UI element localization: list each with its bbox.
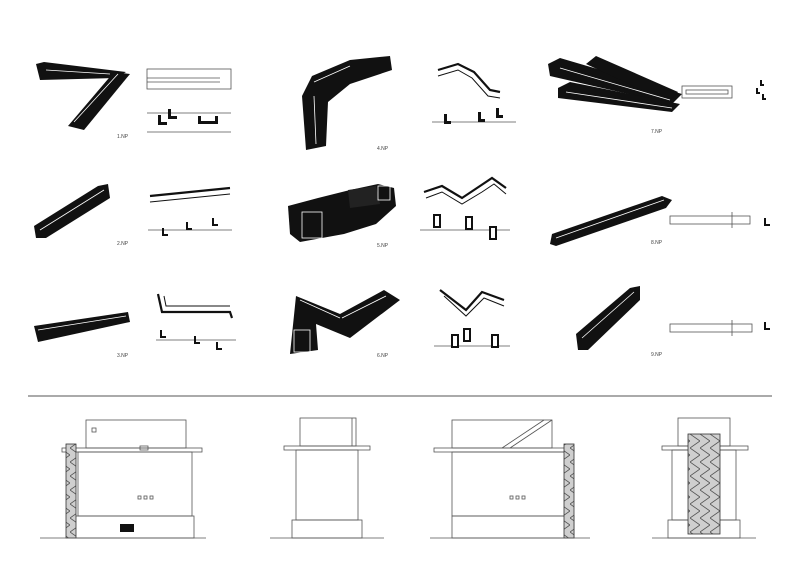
floor-5-section [433,214,497,240]
elevation-front [40,419,206,539]
floor-1-section [158,109,218,125]
floor-2-model [34,184,110,238]
floor-6-model [290,290,400,354]
floor-7-plan [681,85,733,99]
floor-8-model [550,196,672,246]
floor-label-2: 2.NP [117,241,129,247]
floor-1-plan [146,68,232,133]
floor-4-section [444,108,503,124]
floor-label-4: 4.NP [377,146,389,152]
floor-label-7: 7.NP [651,129,663,135]
floor-label-5: 5.NP [377,243,389,249]
floor-2-plan [148,186,232,231]
floor-label-6: 6.NP [377,353,389,359]
floor-7-model [548,56,682,112]
elevation-side-left [270,417,384,539]
elevation-back [430,419,590,539]
floor-1-model [36,62,130,130]
floor-9-section [764,322,770,330]
floor-4-plan [432,62,516,123]
floor-8-plan [669,212,751,228]
floor-3-model [34,312,130,342]
floor-label-9: 9.NP [651,352,663,358]
floor-5-model [288,184,396,242]
floor-3-section [160,330,222,350]
floor-7-section [756,80,766,100]
floor-label-1: 1.NP [117,134,129,140]
floor-9-plan [669,320,753,336]
floor-8-section [764,218,770,226]
floor-2-section [162,218,218,236]
floor-6-section [451,328,499,348]
floor-9-model [576,286,640,350]
floor-label-3: 3.NP [117,353,129,359]
floor-3-plan [156,293,236,341]
elevation-side-right [652,417,756,539]
floor-label-8: 8.NP [651,240,663,246]
floor-4-model [302,56,392,150]
